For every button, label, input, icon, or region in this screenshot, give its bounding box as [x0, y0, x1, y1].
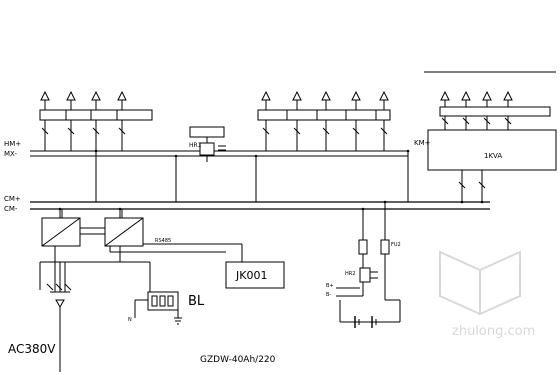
fuse-fu1 — [358, 239, 368, 255]
hr2-label: HR2 — [345, 271, 356, 277]
watermark-text: zhulong.com — [452, 324, 536, 339]
mx-minus-label: MX- — [4, 150, 18, 158]
feeder-group-left — [44, 92, 123, 151]
bl-label: BL — [188, 294, 205, 309]
inverter-rating-label: 1KVA — [484, 152, 503, 160]
hr1-label: HR1 — [189, 142, 202, 149]
rs485-label: RS485 — [155, 238, 172, 244]
cm-minus-label: CM- — [4, 205, 18, 213]
battery-plus-label: B+ — [326, 283, 334, 289]
battery-minus-label: B- — [326, 292, 332, 298]
model-label: GZDW-40Ah/220 — [200, 355, 276, 365]
inverter-box — [427, 129, 557, 171]
insulation-monitor-box — [189, 126, 225, 138]
hm-plus-label: HM+ — [4, 140, 22, 148]
cm-plus-label: CM+ — [4, 195, 21, 203]
ac-input-label: AC380V — [8, 342, 56, 356]
jk001-label: JK001 — [236, 269, 268, 282]
jk001-box — [225, 261, 285, 289]
fu2-label: FU2 — [391, 242, 401, 248]
watermark-logo — [439, 250, 521, 316]
km-plus-label: KM+ — [414, 139, 431, 147]
neutral-label: N — [128, 317, 132, 323]
fuse-fu2 — [380, 239, 390, 255]
feeder-group-middle — [265, 92, 385, 151]
